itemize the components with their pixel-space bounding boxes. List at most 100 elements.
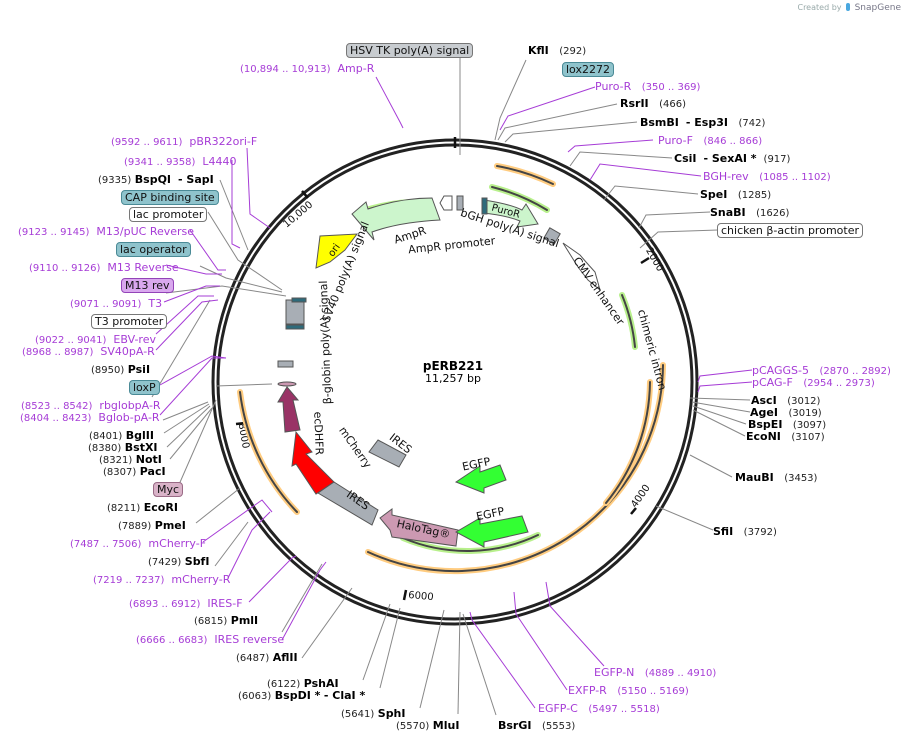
enzyme-snabi[interactable]: SnaBI (1626) xyxy=(710,206,790,219)
enzyme-psii[interactable]: (8950) PsiI xyxy=(91,363,151,376)
enzyme-bstxi[interactable]: (8380) BstXI xyxy=(88,441,158,454)
enzyme-paci[interactable]: (8307) PacI xyxy=(103,465,166,478)
tick-6000 xyxy=(402,589,408,601)
primer-mcherry-r[interactable]: (7219 .. 7237) mCherry-R xyxy=(93,573,231,586)
myc-tag xyxy=(277,381,297,387)
credit-brand: SnapGene xyxy=(854,3,901,13)
ires-block-2 xyxy=(368,439,407,468)
enzyme-bspei[interactable]: BspEI (3097) xyxy=(748,418,827,431)
label-egfp-1: EGFP xyxy=(461,455,492,474)
tick-4000 xyxy=(630,507,637,515)
enzyme-pshai[interactable]: (6122) PshAI xyxy=(267,677,339,690)
tick-label-6000: 6000 xyxy=(408,590,434,603)
ecdhfr-arrow xyxy=(277,386,301,433)
loxp-site-1 xyxy=(291,297,307,303)
bglobin-polya-block xyxy=(277,360,294,368)
primer-ebv-rev[interactable]: (9022 .. 9041) EBV-rev xyxy=(35,333,156,346)
cmv-enhancer-arrow xyxy=(562,242,601,292)
primer-egfp-n[interactable]: EGFP-N (4889 .. 4910) xyxy=(594,666,717,679)
primer-amp-r[interactable]: (10,894 .. 10,913) Amp-R xyxy=(240,62,375,75)
enzyme-bsrgi[interactable]: BsrGI (5553) xyxy=(498,719,576,732)
enzyme-bspqi[interactable]: (9335) BspQI - SapI xyxy=(98,173,214,186)
ires-block-1 xyxy=(317,481,379,526)
primer-exfp-r[interactable]: EXFP-R (5150 .. 5169) xyxy=(568,684,689,697)
feature-lac-operator[interactable]: lac operator xyxy=(116,242,191,257)
bgh-polya-block xyxy=(456,195,464,211)
enzyme-spei[interactable]: SpeI (1285) xyxy=(700,188,772,201)
enzyme-asci[interactable]: AscI (3012) xyxy=(751,394,821,407)
tick-label-4000: 4000 xyxy=(629,483,653,510)
label-cmv: CMV enhancer xyxy=(570,255,627,328)
egfp-arrow-1 xyxy=(454,464,507,494)
primer-pcaggs-5[interactable]: pCAGGS-5 (2870 .. 2892) xyxy=(752,364,891,377)
primer-puro-r[interactable]: Puro-R (350 .. 369) xyxy=(595,80,701,93)
primer-mcherry-f[interactable]: (7487 .. 7506) mCherry-F xyxy=(70,537,207,550)
primer-pcag-f[interactable]: pCAG-F (2954 .. 2973) xyxy=(752,376,875,389)
halotag-arrow xyxy=(379,508,459,547)
primer-connectors xyxy=(155,76,753,709)
tick-10000 xyxy=(301,190,309,199)
enzyme-mlui[interactable]: (5570) MluI xyxy=(396,719,460,732)
primer-sv40pa-r[interactable]: (8968 .. 8987) SV40pA-R xyxy=(22,345,155,358)
snapgene-logo-icon xyxy=(846,3,851,11)
label-bglobin-polya: β-globin poly(A) signal xyxy=(317,280,334,404)
feature-hsv-tk-polya[interactable]: HSV TK poly(A) signal xyxy=(346,43,474,58)
loxp-site-2 xyxy=(285,324,305,330)
enzyme-aflii[interactable]: (6487) AflII xyxy=(236,651,298,664)
label-mcherry: mCherry xyxy=(336,424,374,471)
primer-egfp-c[interactable]: EGFP-C (5497 .. 5518) xyxy=(538,702,660,715)
enzyme-econi[interactable]: EcoNI (3107) xyxy=(746,430,825,443)
feature-m13-rev[interactable]: M13 rev xyxy=(121,278,174,293)
plasmid-name: pERB221 xyxy=(422,359,484,373)
puror-arrow xyxy=(481,199,539,228)
primer-rbglobpa-r[interactable]: (8523 .. 8542) rbglobpA-R xyxy=(21,399,161,412)
primer-l4440[interactable]: (9341 .. 9358) L4440 xyxy=(124,155,237,168)
feature-shapes xyxy=(277,195,601,548)
enzyme-bspdi[interactable]: (6063) BspDI * - ClaI * xyxy=(238,689,366,702)
label-egfp-2: EGFP xyxy=(475,505,506,524)
enzyme-rsrii[interactable]: RsrII (466) xyxy=(620,97,687,110)
tick-2000 xyxy=(640,256,650,265)
hsv-tk-block xyxy=(543,227,561,245)
feature-myc[interactable]: Myc xyxy=(153,482,184,497)
lox2272-site xyxy=(481,197,488,215)
enzyme-agei[interactable]: AgeI (3019) xyxy=(750,406,822,419)
primer-puro-f[interactable]: Puro-F (846 .. 866) xyxy=(658,134,763,147)
enzyme-maubi[interactable]: MauBI (3453) xyxy=(735,471,818,484)
enzyme-ecori[interactable]: (8211) EcoRI xyxy=(107,501,178,514)
feature-loxp[interactable]: loxP xyxy=(129,380,160,395)
enzyme-bsmbi[interactable]: BsmBI - Esp3I (742) xyxy=(640,116,766,129)
credit-text: Created by xyxy=(797,3,842,12)
primer-m13-puc-reverse[interactable]: (9123 .. 9145) M13/pUC Reverse xyxy=(18,225,195,238)
feature-lox2272[interactable]: lox2272 xyxy=(562,62,614,77)
primer-t3[interactable]: (9071 .. 9091) T3 xyxy=(70,297,163,310)
enzyme-noti[interactable]: (8321) NotI xyxy=(99,453,162,466)
primer-bgh-rev[interactable]: BGH-rev (1085 .. 1102) xyxy=(703,170,831,183)
enzyme-kfli[interactable]: KflI (292) xyxy=(528,44,587,57)
enzyme-pmei[interactable]: (7889) PmeI xyxy=(118,519,186,532)
enzyme-csii[interactable]: CsiI - SexAI * (917) xyxy=(674,152,791,165)
enzyme-pmli[interactable]: (6815) PmlI xyxy=(194,614,259,627)
primer-m13-reverse[interactable]: (9110 .. 9126) M13 Reverse xyxy=(29,261,179,274)
enzyme-sfii[interactable]: SfiI (3792) xyxy=(713,525,777,538)
primer-pbr322ori-f[interactable]: (9592 .. 9611) pBR322ori-F xyxy=(111,135,258,148)
ori-arrow xyxy=(315,233,359,269)
feature-cap-binding-site[interactable]: CAP binding site xyxy=(121,190,219,205)
feature-chicken-beta-actin-promoter[interactable]: chicken β-actin promoter xyxy=(717,223,863,238)
label-chimeric-intron: chimeric intron xyxy=(635,308,669,392)
enzyme-sbfi[interactable]: (7429) SbfI xyxy=(148,555,210,568)
sv40-polya-block xyxy=(285,299,305,325)
feature-lac-promoter[interactable]: lac promoter xyxy=(129,207,208,222)
plasmid-size: 11,257 bp xyxy=(425,372,481,385)
snapgene-credit: Created by SnapGene xyxy=(797,3,901,13)
egfp-arrow-2 xyxy=(454,515,529,548)
ampr-arrow xyxy=(351,197,441,241)
primer-ires-reverse[interactable]: (6666 .. 6683) IRES reverse xyxy=(136,633,285,646)
enzyme-bglii[interactable]: (8401) BglII xyxy=(89,429,154,442)
feature-t3-promoter[interactable]: T3 promoter xyxy=(91,314,168,329)
enzyme-connectors xyxy=(151,55,751,716)
enzyme-sphi[interactable]: (5641) SphI xyxy=(341,707,406,720)
primer-bglob-pa-r[interactable]: (8404 .. 8423) Bglob-pA-R xyxy=(20,411,160,424)
primer-ires-f[interactable]: (6893 .. 6912) IRES-F xyxy=(129,597,243,610)
